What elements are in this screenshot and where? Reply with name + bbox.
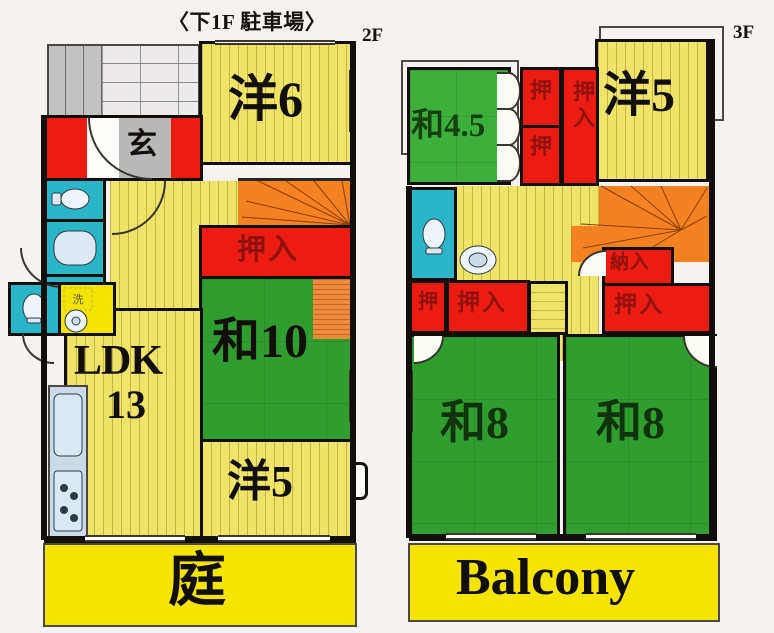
closet-oshi-small <box>412 283 444 331</box>
garden-outline <box>43 543 357 627</box>
wall-left-3f <box>406 186 412 538</box>
washbasin-icon-2f <box>64 309 88 333</box>
room-wa8-right-floor <box>566 337 714 535</box>
floor-tag-2f: 2F <box>362 25 384 46</box>
closet-label-oshiire-vertical: 押入 <box>570 80 595 132</box>
closet-oshiire-left <box>449 283 527 331</box>
closet-label-oshiire-right: 押入 <box>614 292 664 317</box>
corridor-3f-floor-upper <box>454 186 554 242</box>
washbasin-icon-3f <box>459 245 497 275</box>
room-label-ldk-size: 13 <box>106 382 146 427</box>
garden-floor <box>45 545 355 625</box>
washing-machine-icon: 洗 <box>63 287 93 311</box>
closet-label-nando: 納入 <box>610 252 651 273</box>
wall-right-2f <box>350 41 356 541</box>
room-label-yo5-3f: 洋5 <box>603 69 676 122</box>
room-label-yo5-2f: 洋5 <box>227 457 293 506</box>
closet-nando <box>605 250 671 283</box>
stairs-2f-edge <box>238 178 353 181</box>
room-label-wa45: 和4.5 <box>411 108 486 144</box>
room-wa8-left-floor <box>412 337 557 535</box>
third-floor-plan: 洋5 和4.5 押 押 押入 <box>396 0 774 633</box>
corridor-3f-strip <box>530 283 566 333</box>
room-label-wa10: 和10 <box>212 315 309 368</box>
room-ldk-floor <box>67 311 200 539</box>
corridor-3f-strip-outline <box>528 281 568 335</box>
closet-entrance-left <box>47 118 87 178</box>
closet-oshi-b-outline <box>520 125 562 186</box>
closet-label-oshiire-left: 押入 <box>457 290 507 315</box>
closet-label-oshi-b: 押 <box>530 134 553 159</box>
closet-entrance-right <box>171 118 200 178</box>
window-wa8-left-bottom <box>446 533 536 540</box>
stove-icon <box>53 470 83 532</box>
bay-window-yo5-2f <box>352 462 368 500</box>
room-label-wa8-right: 和8 <box>596 397 665 448</box>
header-note-basement-parking: 〈下1F 駐車場〉 <box>168 10 327 34</box>
closet-oshi-a <box>523 70 559 125</box>
room-yo6-floor <box>202 44 350 162</box>
brick-terrace <box>102 44 200 118</box>
room-label-ldk: LDK <box>74 338 163 384</box>
toilet-icon-2 <box>22 293 46 324</box>
closet-label-oshi-a: 押 <box>530 78 553 103</box>
toilet-icon-3f <box>422 218 446 255</box>
closet-oshiire-right <box>605 286 709 331</box>
balcony-outline <box>408 543 720 622</box>
room-wa45-floor <box>410 70 508 182</box>
window-yo6-top <box>215 40 335 45</box>
stairs-fan-icon <box>241 180 351 226</box>
window-wa8-right-bottom <box>586 533 696 540</box>
wall-left-2f <box>41 115 47 540</box>
toilet-door-arc-3 <box>22 334 54 364</box>
closet-label-oshi-small: 押 <box>418 291 438 313</box>
fusuma-arc-2 <box>497 108 521 146</box>
roof-stripe-area <box>47 44 102 118</box>
closet-oshiire-2f <box>202 228 350 276</box>
roof-stripe-outline <box>47 44 200 118</box>
closet-label-oshiire-2f: 押入 <box>237 234 300 266</box>
garden-label: 庭 <box>168 548 227 613</box>
floor-tag-3f: 3F <box>733 22 755 43</box>
wall-bottom-2f <box>44 536 356 543</box>
toilet-icon <box>51 188 90 210</box>
utility-2f-outline <box>58 282 116 336</box>
closet-oshi-b <box>523 128 559 183</box>
fusuma-arc-1 <box>497 72 521 110</box>
room-label-yo6: 洋6 <box>228 71 303 127</box>
balcony-label: Balcony <box>456 549 636 606</box>
sink-icon <box>53 393 83 457</box>
second-floor-plan: 洋6 玄 押入 <box>8 40 368 627</box>
stairs-fan-icon-3f <box>580 185 708 261</box>
room-yo5-3f-floor <box>598 42 706 179</box>
closet-oshiire-vertical <box>564 70 596 183</box>
wall-bottom-3f <box>409 534 717 541</box>
fusuma-arc-3 <box>497 144 521 182</box>
svg-text:洗: 洗 <box>73 293 84 306</box>
stairs-run-lower <box>313 279 350 339</box>
window-ldk-bottom <box>85 535 185 542</box>
closet-oshiire-vertical-outline <box>561 67 599 186</box>
room-label-wa8-left: 和8 <box>440 397 509 448</box>
balcony-floor <box>410 545 718 620</box>
wall-right-3f <box>709 39 715 539</box>
room-yo5-2f-floor <box>202 442 350 539</box>
window-yo5-bottom <box>218 535 330 542</box>
